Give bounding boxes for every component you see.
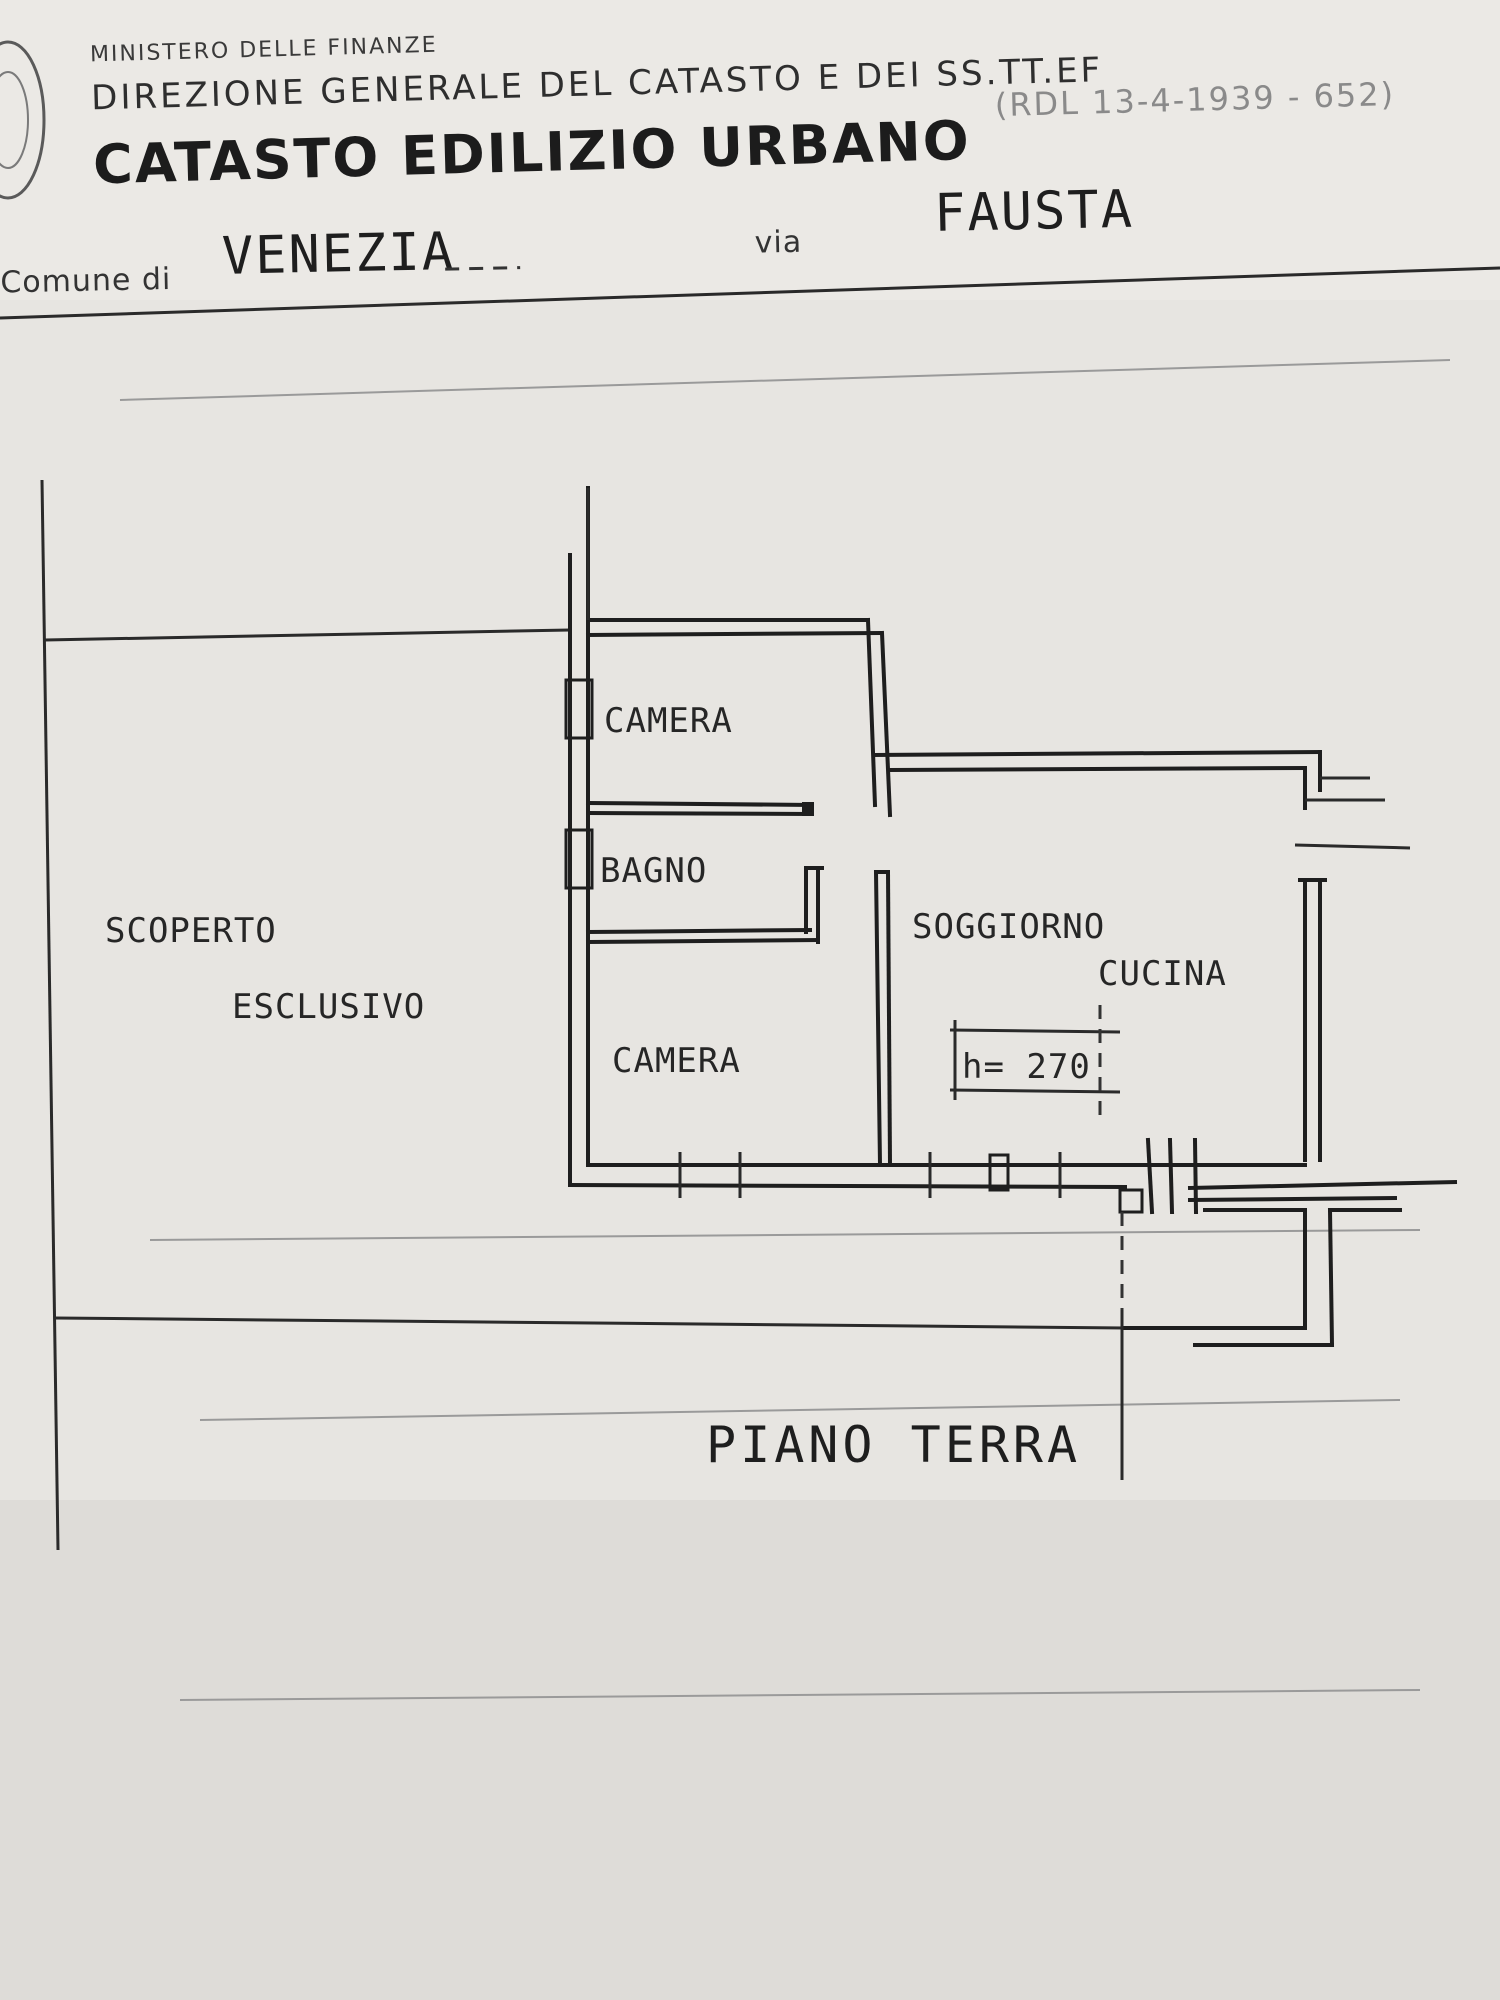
bleed-through-marks — [119, 359, 1451, 1701]
comune-label: Comune di — [0, 262, 172, 301]
building-walls — [564, 486, 1458, 1480]
floor-title: PIANO TERRA — [706, 1416, 1081, 1474]
outdoor-label-line1: SCOPERTO — [105, 911, 277, 951]
height-note-text: h= 270 — [962, 1047, 1091, 1087]
header-paper — [0, 0, 1500, 300]
room-label-soggiorno: SOGGIORNO — [912, 907, 1105, 947]
via-label: via — [754, 225, 802, 261]
outdoor-label-line2: ESCLUSIVO — [232, 987, 425, 1027]
lot-boundary — [40, 479, 1126, 1551]
via-value: FAUSTA — [934, 180, 1135, 244]
state-emblem-icon — [0, 40, 46, 200]
ceiling-height-note: h= 270 — [949, 1005, 1121, 1120]
room-label-camera-top: CAMERA — [604, 701, 733, 741]
comune-value: VENEZIA — [221, 222, 455, 287]
location-block: Comune di VENEZIA via FAUSTA — [0, 180, 1135, 301]
header-separator — [0, 266, 1500, 320]
room-label-camera-bottom: CAMERA — [612, 1041, 741, 1081]
comune-fill-line — [445, 266, 521, 271]
room-label-bagno: BAGNO — [600, 851, 707, 891]
room-label-cucina: CUCINA — [1098, 954, 1227, 994]
paper-shadow — [0, 1500, 1500, 2000]
